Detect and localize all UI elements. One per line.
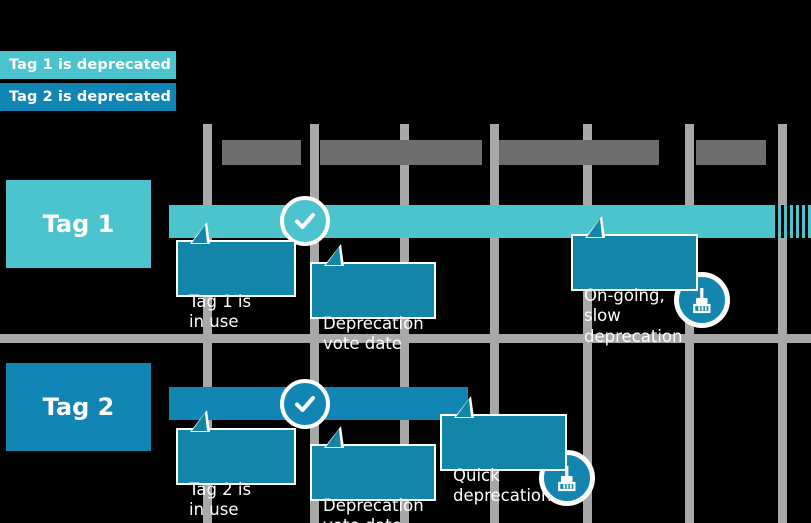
callout-text: Tag 1 is in use <box>189 291 252 332</box>
milestone-check-tag2[interactable] <box>280 379 330 429</box>
tag-label-tag2: Tag 2 <box>42 393 115 421</box>
legend-label-tag1: Tag 1 is deprecated <box>9 57 172 73</box>
grid-vline-1 <box>203 124 212 523</box>
grid-vline-2 <box>310 124 319 523</box>
milestone-check-tag1[interactable] <box>280 196 330 246</box>
column-header-2: █████ █████ <box>320 140 482 165</box>
timeline-bar-tag1 <box>169 205 772 238</box>
tag-label-tag1: Tag 1 <box>42 210 115 238</box>
grid-vline-3 <box>400 124 409 523</box>
callout-text: Deprecation vote date <box>323 495 424 523</box>
callout-text: On-going, slow deprecation <box>584 285 683 347</box>
tag-label-box-tag2: Tag 2 <box>6 363 151 451</box>
callout-text: Deprecation vote date <box>323 313 424 354</box>
callout-tag1-vote-date: Deprecation vote date <box>310 244 436 353</box>
grid-hline-divider <box>0 334 811 343</box>
callout-tag1-slow-deprecation: On-going, slow deprecation <box>571 216 698 346</box>
legend-label-tag2: Tag 2 is deprecated <box>9 89 172 105</box>
column-header-3: ████ █████ <box>499 140 659 165</box>
grid-vline-7 <box>778 124 787 523</box>
callout-text: Tag 2 is in use <box>189 479 252 520</box>
grid-vline-5 <box>583 124 592 523</box>
grid-vline-4 <box>490 124 499 523</box>
callout-text: Quick deprecation <box>453 465 552 506</box>
callout-tag2-in-use: Tag 2 is in use <box>176 410 296 519</box>
column-header-1: ███████ <box>222 140 301 165</box>
broom-icon-tag2 <box>539 450 595 506</box>
timeline-bar-tag1-frayed-end <box>772 205 811 238</box>
column-header-4: ████ <box>696 140 766 165</box>
legend-item-tag2: Tag 2 is deprecated <box>0 83 176 111</box>
legend-item-tag1: Tag 1 is deprecated <box>0 51 176 79</box>
tag-label-box-tag1: Tag 1 <box>6 180 151 268</box>
callout-tag2-vote-date: Deprecation vote date <box>310 426 436 523</box>
callout-tag2-quick-deprecation: Quick deprecation <box>440 396 567 505</box>
callout-tag1-in-use: Tag 1 is in use <box>176 222 296 331</box>
